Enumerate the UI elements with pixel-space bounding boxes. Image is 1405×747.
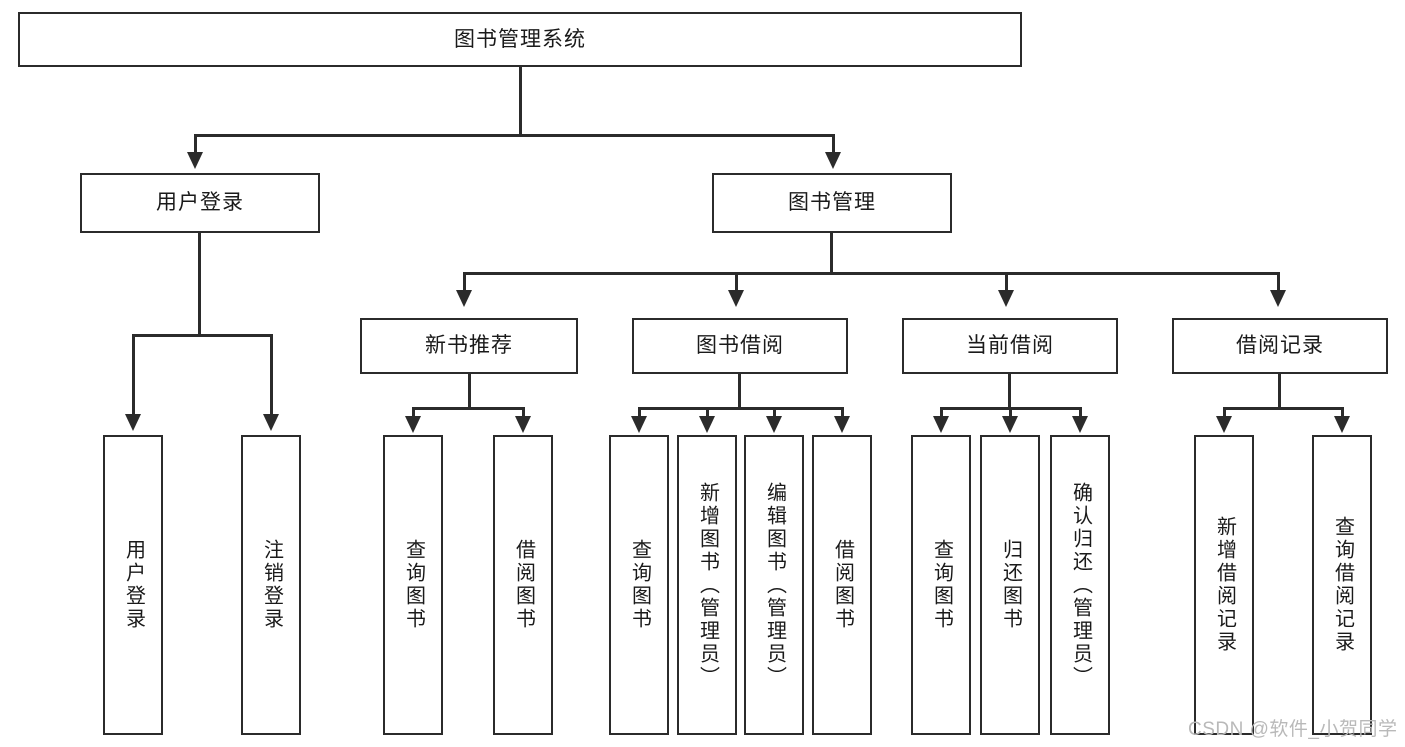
- arrowhead-to-borrow-record: [1270, 290, 1286, 307]
- connector-to-current-borrow: [1005, 272, 1008, 294]
- connector-cb-leaf-2: [1009, 407, 1012, 419]
- node-leaf-logout[interactable]: 注销登录: [241, 435, 301, 735]
- connector-user-login-drop: [198, 233, 201, 337]
- node-label: 用户登录: [156, 191, 244, 215]
- node-leaf-add-record[interactable]: 新增借阅记录: [1194, 435, 1254, 735]
- node-label: 查询图书: [402, 539, 425, 631]
- connector-nbr-leaf-2: [522, 407, 525, 419]
- arrowhead-leaf-query-record: [1334, 416, 1350, 433]
- node-label: 查询图书: [628, 539, 651, 631]
- connector-to-user-login: [194, 134, 197, 156]
- connector-book-manage-drop: [830, 233, 833, 275]
- arrowhead-leaf-borrow-book-2: [834, 416, 850, 433]
- connector-cb-leaf-3: [1079, 407, 1082, 419]
- connector-root-drop: [519, 67, 522, 135]
- arrowhead-leaf-return-book: [1002, 416, 1018, 433]
- connector-to-borrow-record: [1277, 272, 1280, 294]
- connector-book-manage-bus: [464, 272, 1280, 275]
- connector-nbr-leaf-1: [412, 407, 415, 419]
- connector-book-borrow-bus: [639, 407, 844, 410]
- connector-user-login-to-leaf-2: [270, 334, 273, 416]
- node-leaf-add-book[interactable]: 新增图书（管理员）: [677, 435, 737, 735]
- connector-cb-leaf-1: [940, 407, 943, 419]
- arrowhead-leaf-query-book-2: [631, 416, 647, 433]
- node-label: 借阅图书: [831, 539, 854, 631]
- arrowhead-leaf-borrow-book-1: [515, 416, 531, 433]
- node-leaf-query-record[interactable]: 查询借阅记录: [1312, 435, 1372, 735]
- node-leaf-query-book-3[interactable]: 查询图书: [911, 435, 971, 735]
- node-leaf-borrow-book-1[interactable]: 借阅图书: [493, 435, 553, 735]
- node-leaf-confirm-return[interactable]: 确认归还（管理员）: [1050, 435, 1110, 735]
- arrowhead-to-user-login: [187, 152, 203, 169]
- node-label: 查询图书: [930, 539, 953, 631]
- node-label: 编辑图书（管理员）: [763, 481, 786, 689]
- arrowhead-to-new-book-recommend: [456, 290, 472, 307]
- connector-borrow-record-drop: [1278, 374, 1281, 410]
- arrowhead-leaf-confirm-return: [1072, 416, 1088, 433]
- node-new-book-recommend[interactable]: 新书推荐: [360, 318, 578, 374]
- node-leaf-query-book-1[interactable]: 查询图书: [383, 435, 443, 735]
- arrowhead-leaf-edit-book: [766, 416, 782, 433]
- node-label: 新增图书（管理员）: [696, 481, 719, 689]
- connector-user-login-bus: [133, 334, 273, 337]
- connector-to-new-book-recommend: [463, 272, 466, 294]
- node-label: 注销登录: [260, 539, 283, 631]
- connector-bb-leaf-4: [841, 407, 844, 419]
- connector-new-book-recommend-drop: [468, 374, 471, 410]
- node-root-book-management-system[interactable]: 图书管理系统: [18, 12, 1022, 67]
- connector-root-bus: [195, 134, 835, 137]
- connector-to-book-borrow: [735, 272, 738, 294]
- connector-br-leaf-1: [1223, 407, 1226, 419]
- connector-new-book-recommend-bus: [413, 407, 525, 410]
- connector-bb-leaf-1: [638, 407, 641, 419]
- connector-br-leaf-2: [1341, 407, 1344, 419]
- connector-current-borrow-drop: [1008, 374, 1011, 410]
- node-label: 图书管理系统: [454, 27, 586, 51]
- arrowhead-leaf-user-login: [125, 414, 141, 431]
- arrowhead-to-current-borrow: [998, 290, 1014, 307]
- node-current-borrow[interactable]: 当前借阅: [902, 318, 1118, 374]
- connector-bb-leaf-2: [706, 407, 709, 419]
- node-leaf-user-login[interactable]: 用户登录: [103, 435, 163, 735]
- node-label: 借阅图书: [512, 539, 535, 631]
- node-leaf-borrow-book-2[interactable]: 借阅图书: [812, 435, 872, 735]
- node-label: 查询借阅记录: [1331, 516, 1354, 654]
- node-user-login[interactable]: 用户登录: [80, 173, 320, 233]
- arrowhead-leaf-logout: [263, 414, 279, 431]
- node-label: 新书推荐: [425, 334, 513, 358]
- node-leaf-return-book[interactable]: 归还图书: [980, 435, 1040, 735]
- connector-borrow-record-bus: [1224, 407, 1343, 410]
- node-leaf-query-book-2[interactable]: 查询图书: [609, 435, 669, 735]
- node-label: 新增借阅记录: [1213, 516, 1236, 654]
- node-book-manage[interactable]: 图书管理: [712, 173, 952, 233]
- node-label: 用户登录: [122, 539, 145, 631]
- node-leaf-edit-book[interactable]: 编辑图书（管理员）: [744, 435, 804, 735]
- connector-book-borrow-drop: [738, 374, 741, 410]
- arrowhead-leaf-query-book-3: [933, 416, 949, 433]
- node-label: 当前借阅: [966, 334, 1054, 358]
- arrowhead-to-book-manage: [825, 152, 841, 169]
- node-label: 图书借阅: [696, 334, 784, 358]
- connector-to-book-manage: [832, 134, 835, 156]
- arrowhead-to-book-borrow: [728, 290, 744, 307]
- arrowhead-leaf-add-record: [1216, 416, 1232, 433]
- connector-user-login-to-leaf-1: [132, 334, 135, 416]
- node-borrow-record[interactable]: 借阅记录: [1172, 318, 1388, 374]
- node-label: 借阅记录: [1236, 334, 1324, 358]
- node-book-borrow[interactable]: 图书借阅: [632, 318, 848, 374]
- arrowhead-leaf-query-book-1: [405, 416, 421, 433]
- node-label: 归还图书: [999, 539, 1022, 631]
- node-label: 确认归还（管理员）: [1069, 481, 1092, 689]
- connector-bb-leaf-3: [773, 407, 776, 419]
- arrowhead-leaf-add-book: [699, 416, 715, 433]
- node-label: 图书管理: [788, 191, 876, 215]
